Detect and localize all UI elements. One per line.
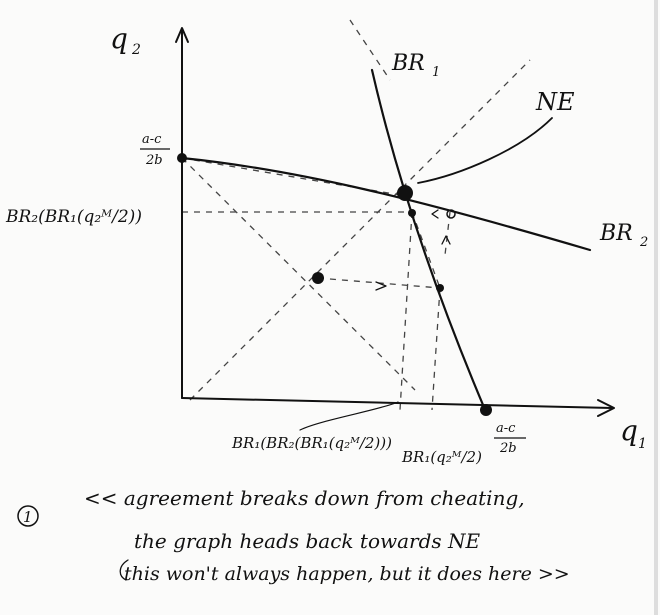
x-axis-label: q — [620, 414, 638, 447]
x-axis-arrow — [597, 399, 615, 417]
note-line-1: << agreement breaks down from cheating, — [84, 486, 525, 510]
y-intercept-numerator: a-c — [142, 132, 162, 147]
guide-top — [349, 19, 391, 81]
x-intercept-point — [480, 404, 492, 416]
arrow-right — [375, 281, 387, 291]
y-axis-arrow — [175, 27, 189, 43]
ne-point — [397, 185, 413, 201]
proj-line-up — [444, 211, 451, 256]
arrow-up — [441, 235, 451, 245]
proj-line-vert2 — [431, 287, 441, 411]
arrow-left — [431, 209, 439, 219]
br1-label: BR — [391, 51, 425, 76]
proj-line-diag — [411, 211, 441, 289]
y-intercept-denominator: 2b — [145, 153, 163, 168]
br2-label: BR — [599, 221, 633, 246]
br1-sub: 1 — [432, 65, 440, 80]
y-intercept-point — [177, 153, 187, 163]
note-line-3: this won't always happen, but it does he… — [124, 563, 570, 585]
br1-curve — [370, 68, 488, 414]
ne-arrow — [417, 117, 553, 184]
point-c — [436, 284, 444, 292]
br2-sub: 2 — [639, 235, 648, 250]
note-number-circle — [17, 505, 39, 527]
diagonal-guide — [189, 59, 531, 401]
x-intercept-denominator: 2b — [499, 441, 517, 456]
note-line-2: the graph heads back towards NE — [134, 529, 481, 553]
x-intercept-numerator: a-c — [496, 421, 516, 436]
point-b — [446, 209, 456, 219]
y-axis-label: q — [110, 22, 128, 55]
bottom-right-label: BR₁(q₂ᴹ/2) — [401, 448, 482, 466]
point-a — [408, 209, 416, 217]
x-axis-sub: 1 — [638, 436, 647, 452]
note-number: 1 — [23, 508, 33, 526]
ne-label: NE — [535, 88, 575, 116]
leader-line — [299, 401, 399, 431]
left-composite-label: BR₂(BR₁(q₂ᴹ/2)) — [5, 207, 142, 227]
bottom-composite-label: BR₁(BR₂(BR₁(q₂ᴹ/2))) — [231, 434, 392, 452]
br2-curve — [180, 156, 592, 252]
proj-line-vert1 — [399, 211, 413, 411]
note-hook — [119, 559, 129, 581]
y-axis-sub: 2 — [131, 42, 141, 58]
collusion-point — [312, 272, 324, 284]
